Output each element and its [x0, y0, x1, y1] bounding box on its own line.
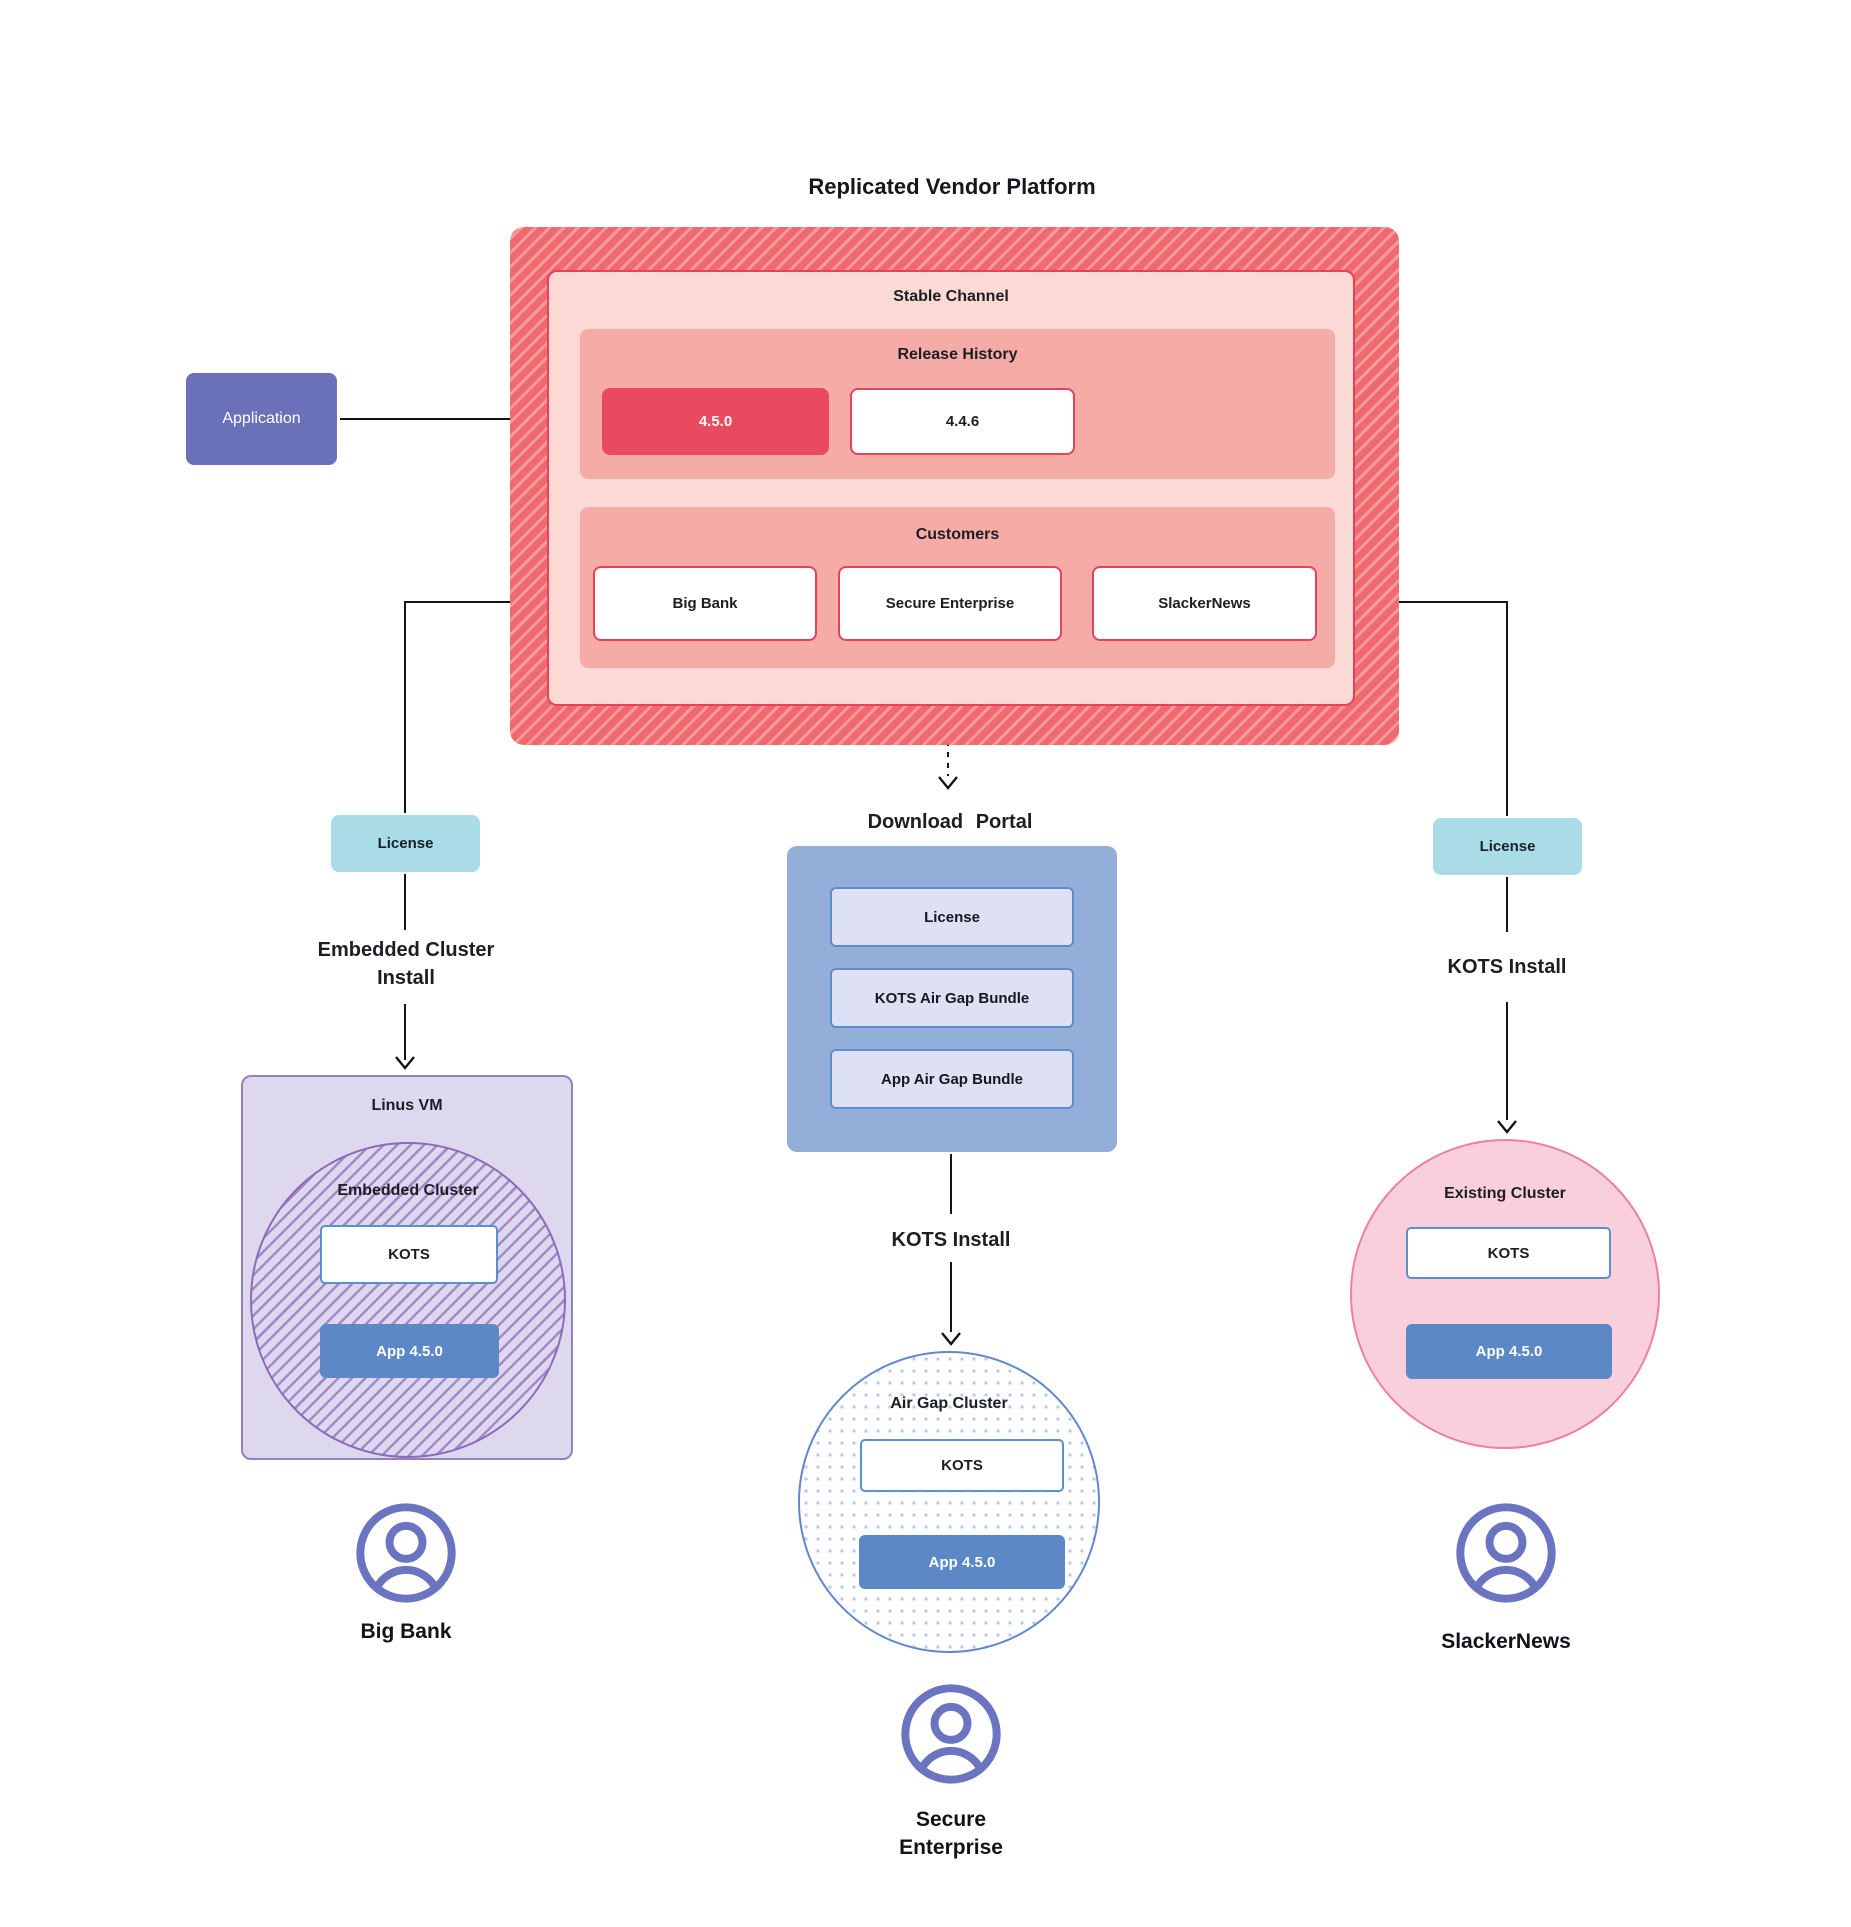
stable-channel-label: Stable Channel: [893, 288, 1009, 305]
existing-cluster-circle: Existing Cluster KOTS App 4.5.0: [1350, 1139, 1660, 1449]
air-gap-cluster-circle: Air Gap Cluster KOTS App 4.5.0: [798, 1351, 1100, 1653]
kots-box-existing: KOTS: [1406, 1227, 1611, 1279]
release-history-box: Release History 4.5.0 4.4.6: [580, 329, 1335, 479]
user-icon-slackernews: [1456, 1503, 1556, 1603]
customer-big-bank: Big Bank: [593, 566, 817, 641]
embedded-cluster-install-label: Embedded Cluster Install: [317, 939, 495, 989]
kots-box-embedded: KOTS: [320, 1225, 498, 1284]
user-label-big-bank: Big Bank: [360, 1620, 452, 1643]
user-label-slackernews: SlackerNews: [1441, 1630, 1571, 1653]
portal-item-license: License: [830, 887, 1074, 947]
existing-cluster-label: Existing Cluster: [1444, 1185, 1566, 1202]
vendor-platform-box: Stable Channel Release History 4.5.0 4.4…: [510, 227, 1399, 745]
embedded-cluster-circle: Embedded Cluster KOTS App 4.5.0: [250, 1142, 566, 1458]
license-badge-left: License: [331, 815, 480, 872]
kots-install-label-center: KOTS Install: [891, 1229, 1011, 1251]
customers-label: Customers: [915, 526, 1000, 543]
license-badge-right: License: [1433, 818, 1582, 875]
air-gap-cluster-label: Air Gap Cluster: [890, 1395, 1008, 1412]
app-box-embedded: App 4.5.0: [320, 1324, 499, 1378]
arrowhead-embedded-install: [395, 1056, 415, 1070]
app-box-airgap: App 4.5.0: [859, 1535, 1065, 1589]
portal-item-kots-airgap-bundle: KOTS Air Gap Bundle: [830, 968, 1074, 1028]
kots-box-airgap: KOTS: [860, 1439, 1064, 1492]
stable-channel-box: Stable Channel Release History 4.5.0 4.4…: [547, 270, 1355, 706]
release-4-4-6: 4.4.6: [850, 388, 1075, 455]
application-box: Application: [186, 373, 337, 465]
download-portal-box: License KOTS Air Gap Bundle App Air Gap …: [787, 846, 1117, 1152]
app-box-existing: App 4.5.0: [1406, 1324, 1612, 1379]
kots-install-label-right: KOTS Install: [1447, 956, 1567, 978]
customer-secure-enterprise: Secure Enterprise: [838, 566, 1062, 641]
release-history-label: Release History: [897, 346, 1018, 363]
download-portal-label: Download Portal: [867, 811, 1033, 833]
linus-vm-box: Linus VM Embedded Cluster KOTS App 4.5.0: [241, 1075, 573, 1460]
user-icon-big-bank: [356, 1503, 456, 1603]
arrowhead-kots-install-center: [941, 1332, 961, 1346]
arrowhead-secure-to-portal: [938, 776, 958, 790]
embedded-cluster-label: Embedded Cluster: [337, 1182, 479, 1199]
diagram-title: Replicated Vendor Platform: [808, 174, 1096, 199]
customers-box: Customers Big Bank Secure Enterprise Sla…: [580, 507, 1335, 668]
arrowhead-kots-install-right: [1497, 1120, 1517, 1134]
portal-item-app-airgap-bundle: App Air Gap Bundle: [830, 1049, 1074, 1109]
user-label-secure-enterprise: Secure Enterprise: [899, 1808, 1003, 1859]
release-4-5-0: 4.5.0: [602, 388, 829, 455]
customer-slackernews: SlackerNews: [1092, 566, 1317, 641]
linus-vm-label: Linus VM: [371, 1097, 443, 1114]
user-icon-secure-enterprise: [901, 1684, 1001, 1784]
